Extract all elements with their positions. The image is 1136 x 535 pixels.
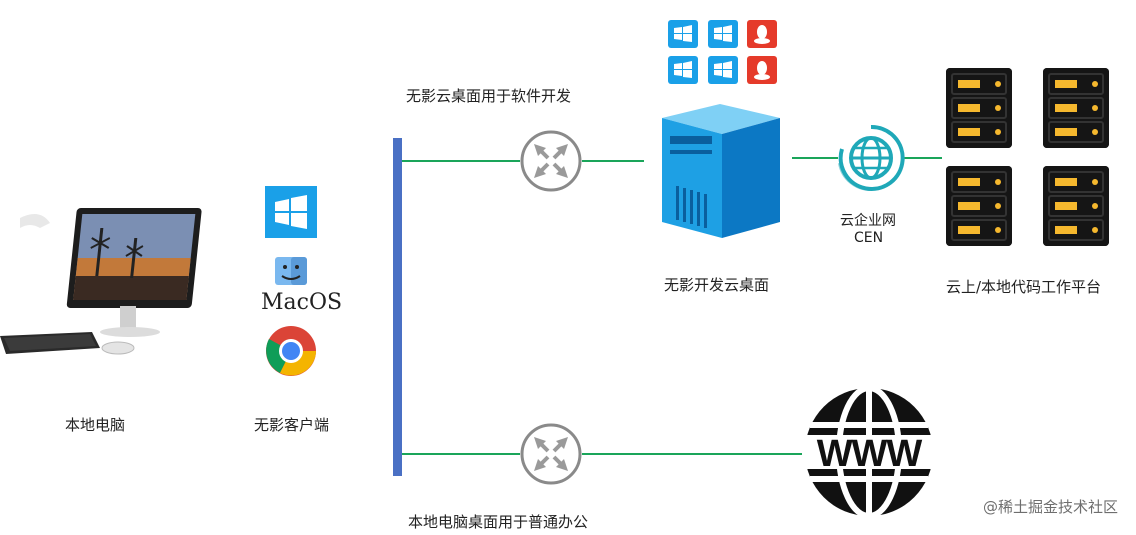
network-switch-bar bbox=[393, 138, 402, 476]
server-tower-icon bbox=[652, 100, 782, 240]
router-icon bbox=[520, 423, 582, 485]
watermark: @稀土掘金技术社区 bbox=[982, 498, 1118, 516]
office-link-line bbox=[402, 453, 802, 455]
mac-finder-icon bbox=[274, 256, 308, 286]
windows-logo-icon bbox=[708, 20, 738, 48]
linux-icon bbox=[747, 56, 777, 84]
www-globe-icon: WWW bbox=[802, 385, 936, 519]
local-pc-illustration bbox=[0, 198, 205, 358]
server-rack-icon bbox=[946, 68, 1012, 148]
cen-label-line1: 云企业网 bbox=[840, 213, 896, 229]
client-label: 无影客户端 bbox=[254, 416, 330, 434]
linux-icon bbox=[747, 20, 777, 48]
router-icon bbox=[520, 130, 582, 192]
macos-label: MacOS bbox=[261, 290, 343, 315]
server-rack-icon bbox=[1043, 166, 1109, 246]
globe-icon bbox=[836, 123, 906, 193]
local-pc-label: 本地电脑 bbox=[65, 416, 126, 434]
chrome-icon bbox=[265, 325, 317, 377]
windows-logo-icon bbox=[668, 20, 698, 48]
cen-label-line2: CEN bbox=[854, 230, 884, 246]
server-rack-icon bbox=[1043, 68, 1109, 148]
dev-desktop-label: 无影开发云桌面 bbox=[664, 276, 770, 294]
office-use-label: 本地电脑桌面用于普通办公 bbox=[408, 513, 589, 531]
windows-logo-icon bbox=[265, 186, 317, 238]
windows-logo-icon bbox=[708, 56, 738, 84]
server-rack-icon bbox=[946, 166, 1012, 246]
www-label: WWW bbox=[816, 433, 923, 475]
dev-use-label: 无影云桌面用于软件开发 bbox=[406, 87, 572, 105]
windows-logo-icon bbox=[668, 56, 698, 84]
platform-label: 云上/本地代码工作平台 bbox=[946, 278, 1102, 296]
